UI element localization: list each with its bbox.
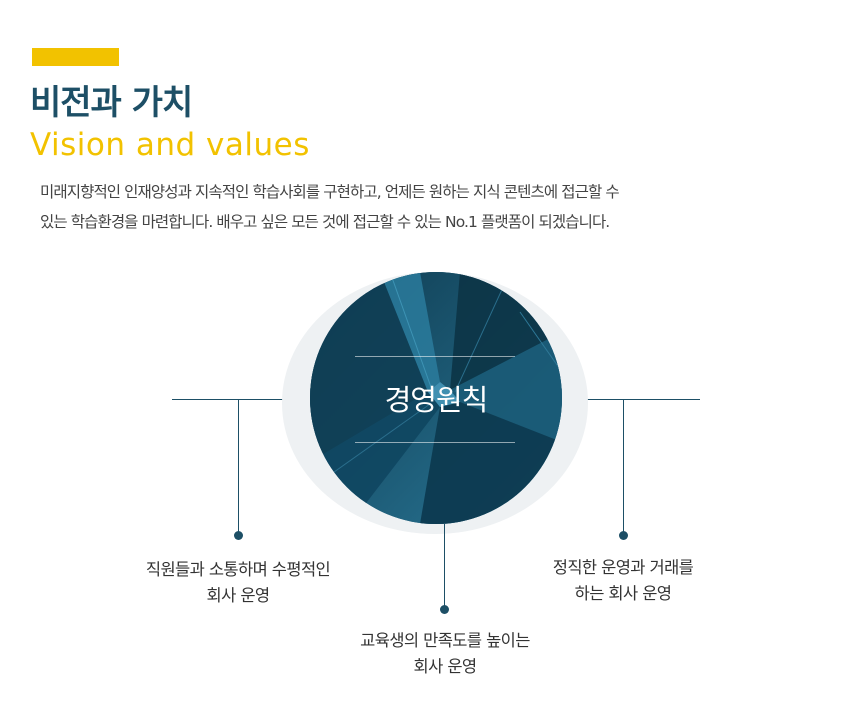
management-principles-label: 경영원칙 — [384, 383, 489, 417]
principle-1-line-2: 회사 운영 — [206, 586, 271, 605]
principle-2-line-1: 교육생의 만족도를 높이는 — [360, 631, 530, 650]
intro-line-2: 있는 학습환경을 마련합니다. 배우고 싶은 모든 것에 접근할 수 있는 No… — [40, 213, 610, 231]
buildings-image — [310, 272, 562, 524]
principle-student-satisfaction: 교육생의 만족도를 높이는 회사 운영 — [325, 628, 565, 680]
center-drop-line — [444, 524, 445, 609]
intro-line-1: 미래지향적인 인재양성과 지속적인 학습사회를 구현하고, 언제든 원하는 지식… — [40, 183, 620, 201]
right-node-dot — [619, 531, 628, 540]
label-bottom-divider — [355, 442, 515, 443]
right-drop-line — [623, 399, 624, 535]
principle-honest-operation: 정직한 운영과 거래를 하는 회사 운영 — [503, 555, 743, 607]
principle-3-line-1: 정직한 운영과 거래를 — [552, 558, 694, 577]
principle-3-line-2: 하는 회사 운영 — [574, 584, 672, 603]
principle-1-line-1: 직원들과 소통하며 수평적인 — [145, 560, 331, 579]
principle-2-line-2: 회사 운영 — [413, 657, 478, 676]
center-image-circle: 경영원칙 — [310, 272, 562, 524]
left-node-dot — [234, 531, 243, 540]
left-connector-line — [172, 399, 312, 400]
page-title: 비전과 가치 — [30, 83, 193, 123]
principle-horizontal-communication: 직원들과 소통하며 수평적인 회사 운영 — [118, 557, 358, 609]
intro-text: 미래지향적인 인재양성과 지속적인 학습사회를 구현하고, 언제든 원하는 지식… — [40, 177, 830, 237]
page-subtitle: Vision and values — [30, 127, 310, 163]
center-node-dot — [440, 605, 449, 614]
right-connector-line — [560, 399, 700, 400]
label-top-divider — [355, 356, 515, 357]
title-accent-bar — [32, 48, 119, 66]
left-drop-line — [238, 399, 239, 535]
